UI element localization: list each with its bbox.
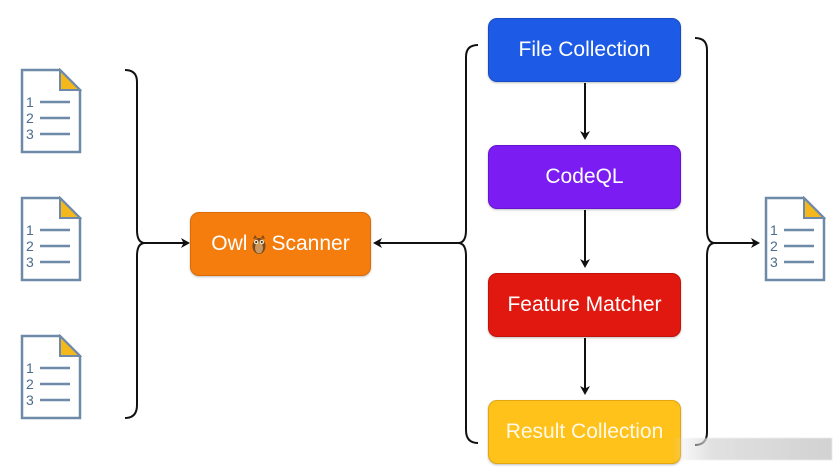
owl-scanner-node: Owl Scanner [190, 212, 371, 276]
feature-matcher-node: Feature Matcher [488, 273, 681, 337]
feature-matcher-label: Feature Matcher [507, 293, 662, 316]
doc-line-number: 2 [26, 110, 34, 126]
input-document-3: 1 2 3 [20, 334, 82, 420]
document-icon: 1 2 3 [764, 196, 826, 282]
doc-line-number: 2 [26, 376, 34, 392]
owl-scanner-label-end: Scanner [271, 232, 350, 255]
doc-line-number: 1 [26, 222, 34, 238]
doc-line-number: 1 [26, 94, 34, 110]
doc-line-number: 3 [26, 254, 34, 270]
output-brace [694, 37, 716, 446]
owl-scanner-label: Owl Scanner [211, 232, 349, 256]
result-collection-node: Result Collection [488, 400, 681, 464]
input-document-1: 1 2 3 [20, 68, 82, 154]
file-collection-node: File Collection [488, 18, 681, 82]
result-collection-label: Result Collection [505, 420, 664, 443]
doc-line-number: 2 [770, 238, 778, 254]
input-document-2: 1 2 3 [20, 196, 82, 282]
blurred-watermark [672, 438, 832, 460]
input-brace [124, 69, 146, 419]
owl-scanner-label-start: Owl [211, 232, 248, 255]
document-icon: 1 2 3 [20, 196, 82, 282]
doc-line-number: 3 [26, 126, 34, 142]
document-icon: 1 2 3 [20, 68, 82, 154]
owl-icon [251, 233, 267, 255]
doc-line-number: 1 [26, 360, 34, 376]
pipeline-brace [457, 44, 479, 444]
codeql-label: CodeQL [545, 165, 624, 188]
output-document: 1 2 3 [764, 196, 826, 282]
doc-line-number: 3 [770, 254, 778, 270]
doc-line-number: 1 [770, 222, 778, 238]
codeql-node: CodeQL [488, 145, 681, 209]
document-icon: 1 2 3 [20, 334, 82, 420]
doc-line-number: 2 [26, 238, 34, 254]
doc-line-number: 3 [26, 392, 34, 408]
file-collection-label: File Collection [518, 38, 651, 61]
